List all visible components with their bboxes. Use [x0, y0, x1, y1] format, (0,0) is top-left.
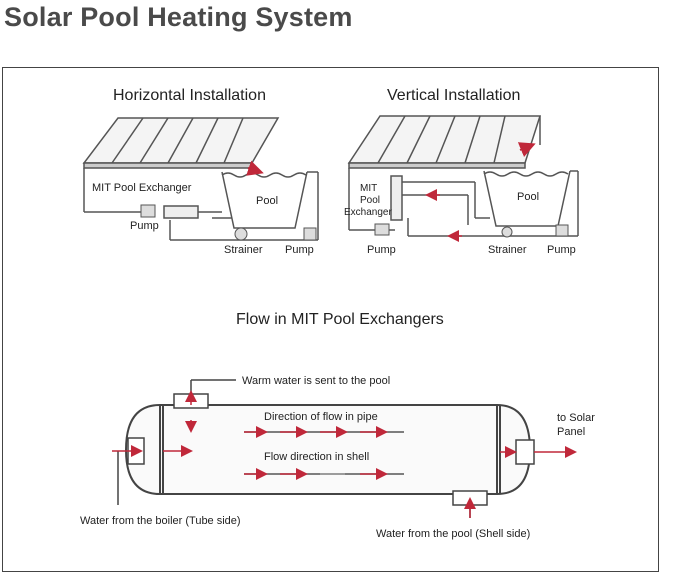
vertical-strainer-icon [501, 226, 513, 238]
exchanger-shell [124, 404, 532, 495]
horizontal-exchanger-label: MIT Pool Exchanger [92, 182, 192, 194]
vertical-exchanger-label-2: Pool [360, 195, 380, 206]
vertical-pump-right-icon [555, 224, 569, 237]
to-solar-label-1: to Solar [557, 412, 595, 424]
right-nozzle [515, 439, 535, 465]
horizontal-strainer-icon [234, 227, 248, 241]
horizontal-pump-left-icon [140, 204, 156, 218]
vertical-pool [402, 170, 579, 237]
vertical-pool-label: Pool [517, 191, 539, 203]
horizontal-exchanger [163, 205, 199, 219]
diagram-frame [2, 67, 659, 572]
vertical-solar-panel [347, 115, 542, 231]
vertical-exchanger [390, 175, 403, 221]
boiler-label: Water from the boiler (Tube side) [80, 515, 241, 527]
to-solar-label-2: Panel [557, 426, 585, 438]
horizontal-pump-right-icon [303, 227, 317, 241]
pipe-direction-label: Direction of flow in pipe [264, 411, 378, 423]
horizontal-pool-label: Pool [256, 195, 278, 207]
page-title: Solar Pool Heating System [4, 2, 353, 32]
flow-heading: Flow in MIT Pool Exchangers [236, 311, 444, 328]
horizontal-pool [169, 171, 319, 241]
vertical-pump-right-label: Pump [547, 244, 576, 256]
warm-water-label: Warm water is sent to the pool [242, 375, 390, 387]
shell-direction-label: Flow direction in shell [264, 451, 369, 463]
vertical-strainer-label: Strainer [488, 244, 527, 256]
vertical-heading: Vertical Installation [387, 87, 520, 104]
pool-shell-label: Water from the pool (Shell side) [376, 528, 530, 540]
vertical-flow-arrow-1 [517, 142, 536, 157]
horizontal-pump-left-label: Pump [130, 220, 159, 232]
horizontal-solar-panel [82, 117, 280, 213]
horizontal-pump-right-label: Pump [285, 244, 314, 256]
vertical-exchanger-label-3: Exchanger [344, 207, 392, 218]
vertical-pump-left-icon [374, 223, 390, 236]
vertical-pump-left-label: Pump [367, 244, 396, 256]
vertical-exchanger-label-1: MIT [360, 183, 377, 194]
horizontal-flow-arrow [246, 160, 264, 176]
top-nozzle [173, 379, 236, 409]
horizontal-strainer-label: Strainer [224, 244, 263, 256]
horizontal-heading: Horizontal Installation [113, 87, 266, 104]
